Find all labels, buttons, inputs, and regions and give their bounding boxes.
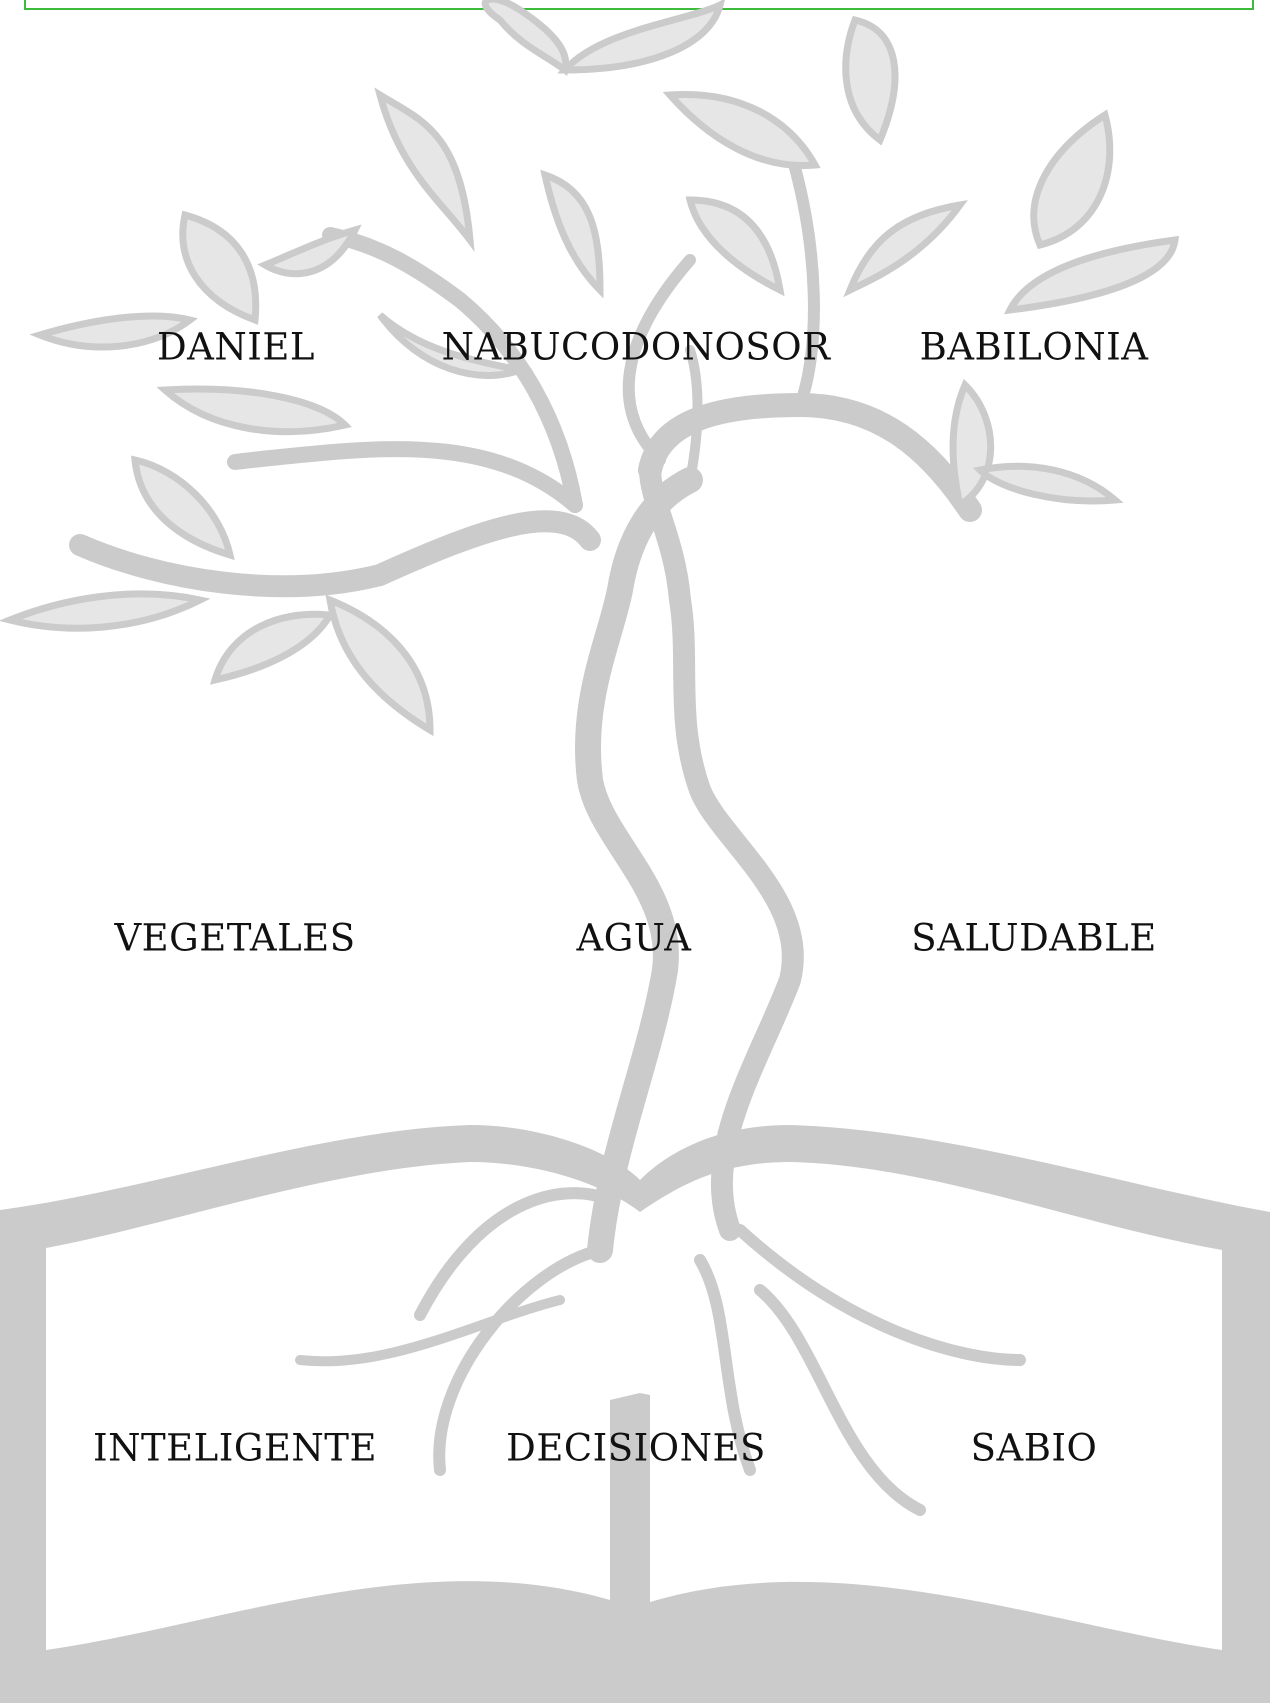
leaves-icon xyxy=(0,0,1180,737)
word-nabucodonosor: NABUCODONOSOR xyxy=(441,325,831,369)
tree-trunk-icon xyxy=(69,144,1026,1516)
top-border-frame xyxy=(24,0,1254,10)
word-inteligente: INTELIGENTE xyxy=(93,1426,377,1470)
word-sabio: SABIO xyxy=(970,1426,1098,1470)
word-saludable: SALUDABLE xyxy=(911,916,1157,960)
open-book-icon xyxy=(0,1125,1270,1703)
word-agua: AGUA xyxy=(576,916,692,960)
word-vegetales: VEGETALES xyxy=(114,916,356,960)
word-babilonia: BABILONIA xyxy=(919,325,1149,369)
word-daniel: DANIEL xyxy=(157,325,315,369)
word-decisiones: DECISIONES xyxy=(506,1426,766,1470)
